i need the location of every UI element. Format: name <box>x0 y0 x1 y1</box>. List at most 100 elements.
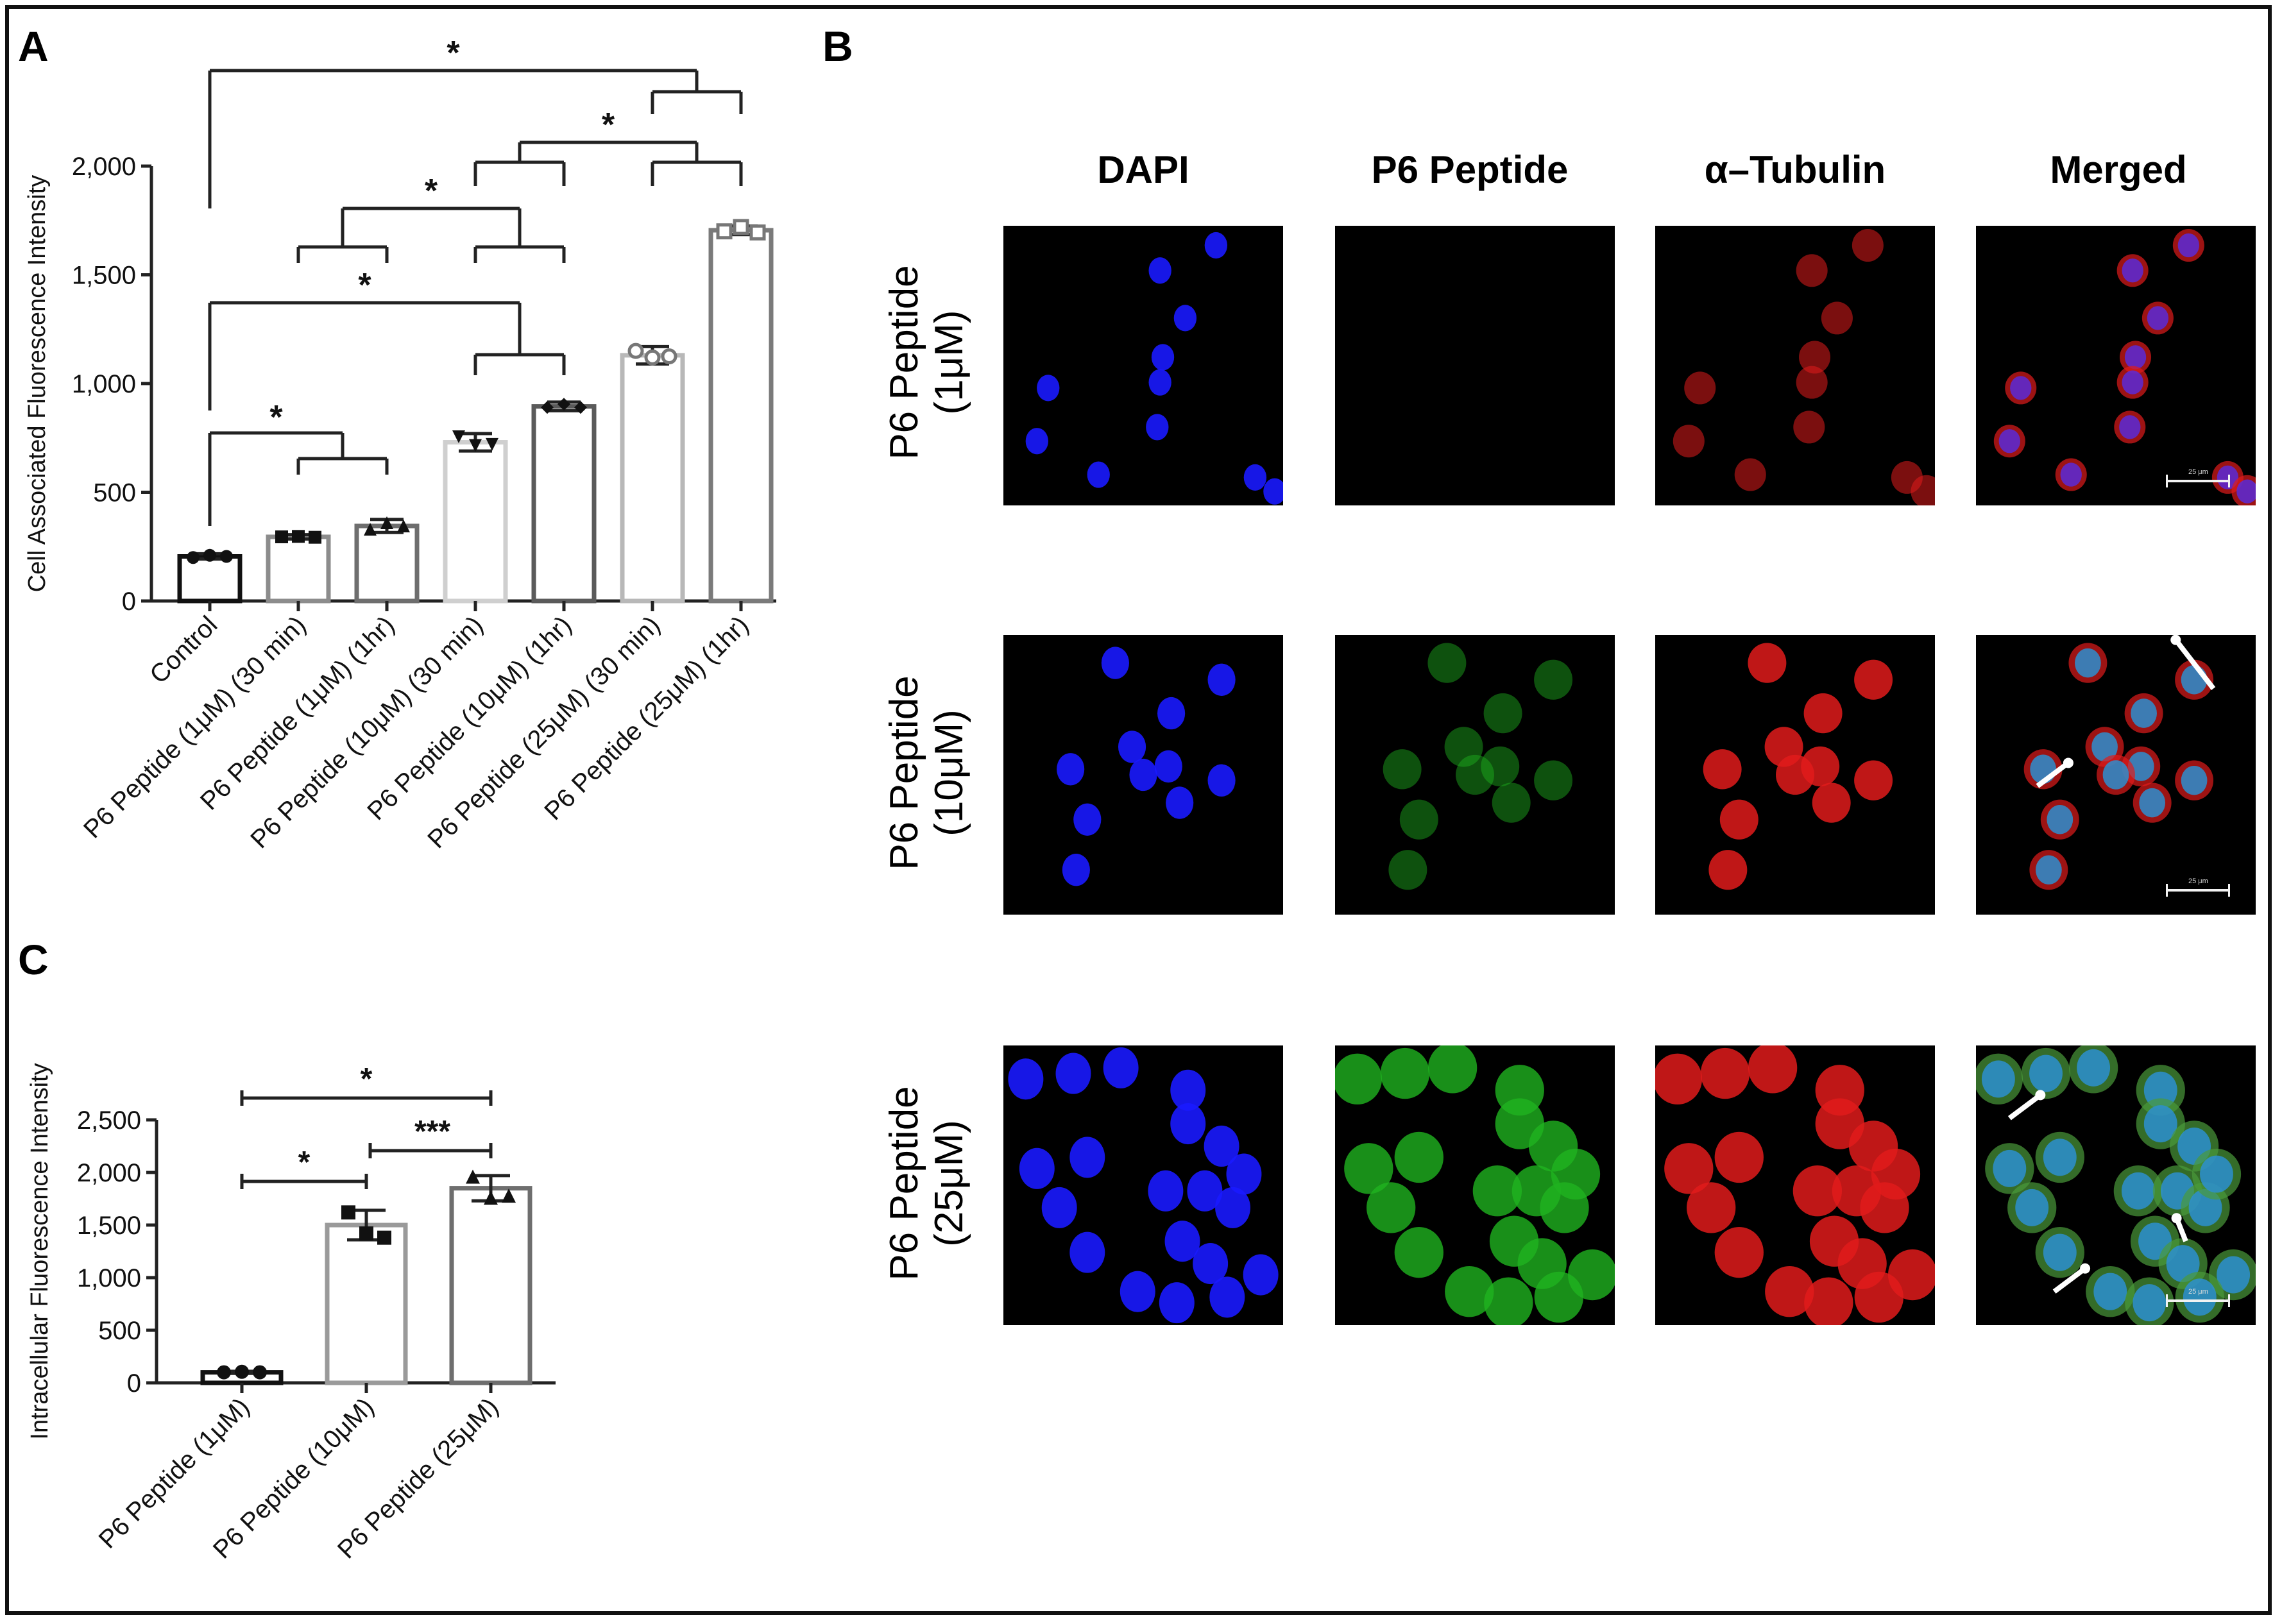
significance-star: * <box>298 1146 311 1180</box>
cell-tubulin-signal <box>1776 754 1814 795</box>
nucleus <box>1055 1053 1091 1094</box>
nucleus-merged <box>2015 1188 2049 1226</box>
cell-tubulin-signal <box>1765 1266 1814 1317</box>
bar <box>177 554 243 604</box>
cell-peptide-signal <box>1472 1165 1522 1217</box>
cell-tubulin-signal <box>1734 458 1766 491</box>
data-point <box>749 224 766 241</box>
nucleus <box>1226 1153 1262 1195</box>
cell-tubulin-signal <box>1796 366 1828 399</box>
nucleus-merged <box>2035 855 2062 885</box>
column-header-p6-peptide: P6 Peptide <box>1371 148 1569 191</box>
row-label-1um: P6 Peptide(1μM) <box>882 265 971 460</box>
bar <box>325 1222 408 1385</box>
cell-tubulin-signal <box>1700 1047 1750 1099</box>
nucleus <box>1101 647 1129 679</box>
data-point <box>359 1226 373 1241</box>
cell-tubulin-signal <box>1684 371 1716 405</box>
nucleus-merged <box>2131 698 2157 728</box>
data-point <box>574 401 587 414</box>
bar <box>531 404 597 604</box>
nucleus <box>1170 1103 1206 1145</box>
nucleus <box>1148 257 1171 284</box>
micrograph-tubulin-row1 <box>1655 226 1935 505</box>
cell-tubulin-signal <box>1796 254 1828 287</box>
cell-peptide-signal <box>1456 754 1494 795</box>
y-tick-label: 500 <box>98 1317 141 1345</box>
micrograph-peptide-row2 <box>1335 635 1615 915</box>
cell-tubulin-signal <box>1854 760 1893 800</box>
cell-peptide-signal <box>1444 727 1483 767</box>
nucleus-merged <box>2043 1233 2077 1271</box>
y-axis-label: Intracellular Fluorescence Intensity <box>26 1063 53 1439</box>
nucleus-merged <box>1998 429 2020 453</box>
bar <box>449 1186 532 1385</box>
nucleus-merged <box>2200 1155 2233 1193</box>
significance-star: *** <box>414 1115 450 1149</box>
cell-peptide-signal <box>1534 1271 1583 1323</box>
column-header-merged: Merged <box>2050 148 2187 191</box>
figure-frame <box>5 5 2272 1615</box>
nucleus-merged <box>2181 765 2208 795</box>
cell-peptide-signal <box>1394 1131 1443 1183</box>
column-header-tubulin: α–Tubulin <box>1704 148 1886 191</box>
nucleus-merged <box>2183 1278 2217 1316</box>
y-tick-label: 2,000 <box>77 1159 141 1187</box>
nucleus <box>1173 305 1197 332</box>
nucleus <box>1087 461 1110 488</box>
nucleus <box>1187 1170 1223 1212</box>
nucleus <box>1166 786 1194 819</box>
cell-tubulin-signal <box>1714 1131 1764 1183</box>
data-point <box>452 430 465 444</box>
cell-peptide-signal <box>1344 1143 1393 1194</box>
cell-peptide-signal <box>1388 850 1427 890</box>
cell-peptide-signal <box>1481 746 1520 787</box>
cell-peptide-signal <box>1383 749 1422 790</box>
panel-label-c: C <box>18 936 49 983</box>
cell-peptide-signal <box>1445 1266 1494 1317</box>
micrograph-merged-row3: 25 μm <box>1976 1045 2256 1325</box>
nucleus-merged <box>2147 306 2169 330</box>
nucleus <box>1057 753 1085 786</box>
data-point <box>661 348 677 365</box>
cell-peptide-signal <box>1534 760 1573 800</box>
nucleus <box>1148 369 1171 396</box>
y-tick-label: 2,500 <box>77 1106 141 1135</box>
scale-bar-label: 25 μm <box>2188 1288 2208 1296</box>
column-header-dapi: DAPI <box>1097 148 1189 191</box>
bar <box>266 534 331 604</box>
micrograph-dapi-row2 <box>1003 635 1283 915</box>
y-tick-label: 1,500 <box>77 1212 141 1240</box>
nucleus <box>1019 1147 1055 1189</box>
data-point <box>380 516 393 529</box>
nucleus <box>1118 731 1146 763</box>
nucleus <box>1103 1047 1139 1088</box>
nucleus <box>1204 232 1228 259</box>
data-point <box>187 551 200 564</box>
significance-star: * <box>361 1062 373 1096</box>
bar <box>443 440 508 604</box>
nucleus-merged <box>2091 732 2118 762</box>
cell-tubulin-signal <box>1703 749 1742 790</box>
arrow-annotation <box>2174 638 2216 691</box>
nucleus-merged <box>2093 1273 2127 1310</box>
cell-tubulin-signal <box>1719 799 1758 840</box>
y-tick-label: 2,000 <box>72 153 136 181</box>
y-tick-label: 0 <box>127 1369 141 1398</box>
cell-tubulin-signal <box>1714 1226 1764 1278</box>
nucleus <box>1154 750 1182 783</box>
nucleus-merged <box>2143 1071 2177 1109</box>
nucleus <box>1069 1137 1105 1178</box>
nucleus-merged <box>2102 760 2129 790</box>
y-tick-label: 1,500 <box>72 262 136 290</box>
nucleus <box>1204 1125 1239 1167</box>
nucleus <box>1193 1243 1229 1285</box>
nucleus <box>1243 464 1267 491</box>
nucleus-merged <box>2122 370 2143 394</box>
data-point <box>627 343 644 359</box>
data-point <box>558 398 570 411</box>
significance-star: * <box>269 399 283 436</box>
arrow-annotation <box>2036 761 2070 788</box>
